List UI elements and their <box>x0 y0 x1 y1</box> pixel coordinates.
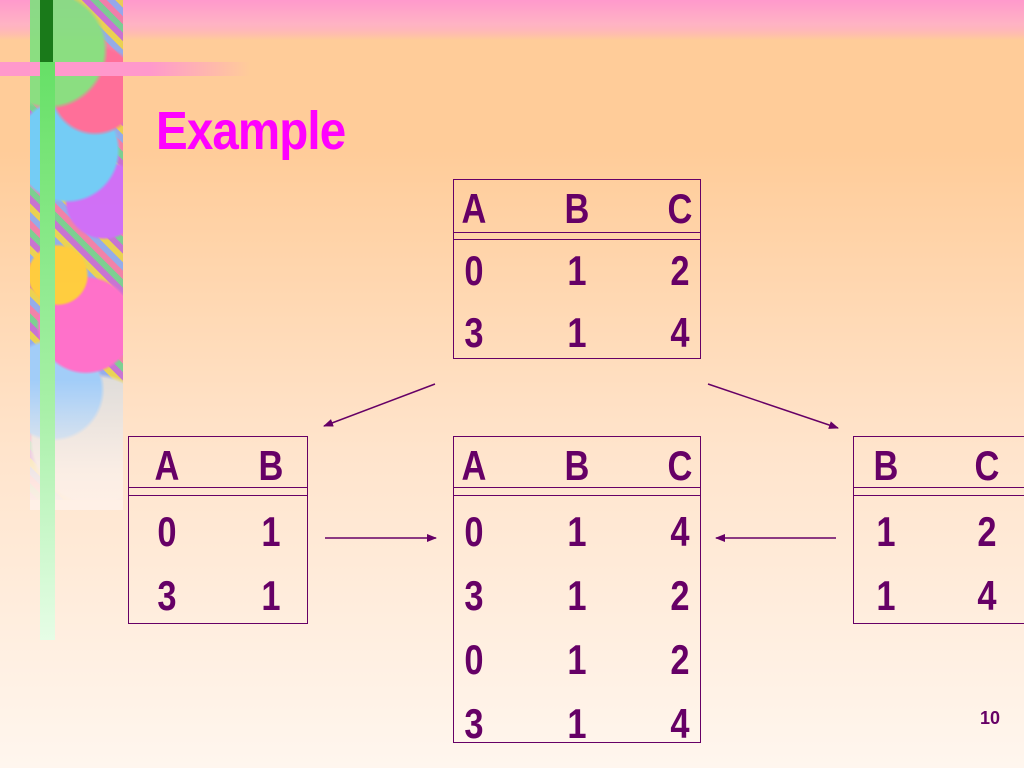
table-cell: 4 <box>670 309 690 356</box>
table-cell: 1 <box>567 508 587 555</box>
table-cell: 0 <box>464 508 484 555</box>
decorative-pink-bar <box>0 62 250 76</box>
table-row: 3 1 4 <box>454 304 700 364</box>
table-row: 3 1 4 <box>454 695 700 755</box>
right-table: B C 1 2 1 4 <box>853 436 1024 624</box>
table-cell: 1 <box>567 309 587 356</box>
table-cell: 1 <box>876 508 896 555</box>
right-table-header-row: B C <box>854 437 1024 497</box>
joined-table-header-row: A B C <box>454 437 700 497</box>
left-header-cell: A <box>154 442 180 489</box>
source-header-cell: B <box>564 185 590 232</box>
left-table: A B 0 1 3 1 <box>128 436 308 624</box>
table-row: 1 2 <box>854 503 1024 563</box>
left-header-cell: B <box>258 442 284 489</box>
table-cell: 1 <box>567 700 587 747</box>
table-cell: 1 <box>567 636 587 683</box>
joined-table: A B C 0 1 4 3 1 2 0 1 2 3 1 4 <box>453 436 701 747</box>
table-cell: 2 <box>670 247 690 294</box>
table-cell: 0 <box>464 636 484 683</box>
table-cell: 3 <box>464 572 484 619</box>
table-row: 0 1 4 <box>454 503 700 563</box>
joined-header-cell: C <box>667 442 693 489</box>
table-cell: 1 <box>261 572 281 619</box>
joined-header-cell: B <box>564 442 590 489</box>
table-row: 3 1 2 <box>454 567 700 627</box>
table-cell: 1 <box>567 247 587 294</box>
table-cell: 4 <box>977 572 997 619</box>
table-cell: 1 <box>261 508 281 555</box>
decorative-green-bar-dark <box>40 0 53 62</box>
right-header-divider <box>854 487 1024 488</box>
right-header-divider <box>854 495 1024 496</box>
page-number: 10 <box>980 708 1001 728</box>
table-row: 0 1 2 <box>454 242 700 302</box>
table-cell: 1 <box>876 572 896 619</box>
right-header-cell: C <box>974 442 1000 489</box>
joined-header-divider <box>454 495 700 496</box>
table-cell: 2 <box>670 636 690 683</box>
left-header-divider <box>129 487 307 488</box>
joined-header-divider <box>454 487 700 488</box>
table-cell: 1 <box>567 572 587 619</box>
table-cell: 2 <box>670 572 690 619</box>
table-row: 0 1 <box>129 503 307 563</box>
table-cell: 3 <box>464 309 484 356</box>
slide-title: Example <box>156 101 346 161</box>
left-header-divider <box>129 495 307 496</box>
source-header-divider <box>454 239 700 240</box>
table-cell: 3 <box>157 572 177 619</box>
top-band <box>0 0 1024 40</box>
table-cell: 4 <box>670 508 690 555</box>
arrow-to-left-table <box>323 383 436 427</box>
table-cell: 0 <box>157 508 177 555</box>
source-header-cell: C <box>667 185 693 232</box>
source-header-cell: A <box>461 185 487 232</box>
table-row: 0 1 2 <box>454 631 700 691</box>
joined-header-cell: A <box>461 442 487 489</box>
source-table: A B C 0 1 2 3 1 4 <box>453 179 701 359</box>
left-table-header-row: A B <box>129 437 307 497</box>
table-cell: 4 <box>670 700 690 747</box>
table-row: 3 1 <box>129 567 307 627</box>
source-header-divider <box>454 232 700 233</box>
table-cell: 0 <box>464 247 484 294</box>
right-header-cell: B <box>873 442 899 489</box>
source-table-header-row: A B C <box>454 180 700 240</box>
table-cell: 2 <box>977 508 997 555</box>
table-cell: 3 <box>464 700 484 747</box>
decorative-green-bar-light <box>40 62 55 640</box>
table-row: 1 4 <box>854 567 1024 627</box>
arrow-to-right-table <box>707 383 839 429</box>
